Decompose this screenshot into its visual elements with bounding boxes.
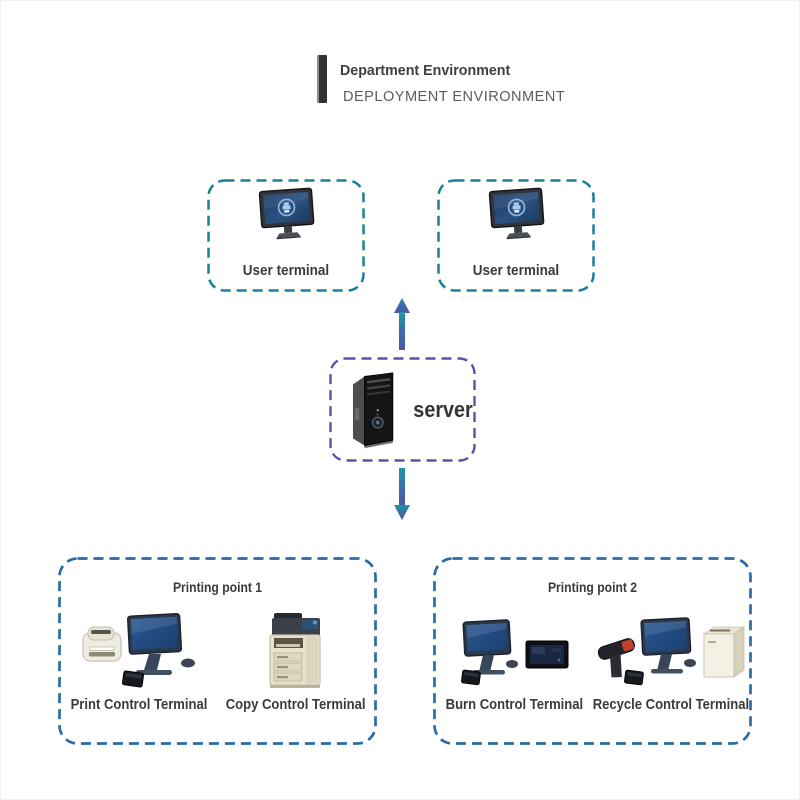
- server-box: server: [329, 357, 476, 462]
- page-title: Department Environment: [340, 62, 511, 79]
- copier-icon: [269, 613, 321, 688]
- copy-control-item: Copy Control Terminal: [221, 605, 371, 745]
- server-label: server: [410, 397, 476, 423]
- header-accent-bar: [317, 55, 327, 103]
- user-terminal-label-text: User terminal: [242, 262, 330, 279]
- down-arrow-icon: [394, 468, 410, 520]
- item-label: Copy Control Terminal: [218, 697, 373, 713]
- user-terminal-label-text: User terminal: [472, 262, 560, 279]
- printing-point-items: Print Control Terminal: [58, 605, 377, 745]
- recycle-terminal-icon-wrap: [596, 605, 746, 691]
- printing-point-title-text: Printing point 2: [547, 580, 638, 595]
- burn-terminal-icon-wrap: [456, 605, 572, 691]
- printing-point-2-box: Printing point 2: [433, 557, 752, 745]
- monitor-and-disc-burner-icon: [461, 619, 569, 686]
- item-label: Burn Control Terminal: [438, 697, 591, 713]
- monitor-icon: [258, 187, 315, 240]
- item-label-text: Copy Control Terminal: [225, 697, 366, 713]
- burn-control-item: Burn Control Terminal: [439, 605, 589, 745]
- printing-point-title-text: Printing point 1: [172, 580, 263, 595]
- printing-point-title: Printing point 2: [543, 580, 642, 595]
- item-label-text: Recycle Control Terminal: [592, 697, 749, 713]
- print-terminal-icon-wrap: [81, 605, 197, 691]
- user-terminal-1-box: User terminal: [207, 179, 365, 292]
- server-label-text: server: [413, 396, 473, 422]
- item-label-text: Print Control Terminal: [70, 697, 208, 713]
- up-arrow-icon: [394, 298, 410, 350]
- page-subtitle: DEPLOYMENT ENVIRONMENT: [343, 88, 566, 105]
- printing-point-items: Burn Control Terminal: [433, 605, 752, 745]
- item-label: Recycle Control Terminal: [584, 697, 758, 713]
- user-terminal-2-box: User terminal: [437, 179, 595, 292]
- label-printer-and-monitor-icon: [82, 613, 196, 688]
- item-label-text: Burn Control Terminal: [445, 697, 584, 713]
- item-label: Print Control Terminal: [63, 697, 215, 713]
- monitor-icon: [488, 187, 545, 240]
- user-terminal-label: User terminal: [238, 262, 334, 279]
- printing-point-title: Printing point 1: [168, 580, 267, 595]
- barcode-scanner-monitor-and-bin-icon: [597, 617, 745, 686]
- recycle-control-item: Recycle Control Terminal: [592, 605, 749, 745]
- server-tower-icon: [352, 371, 394, 448]
- user-terminal-label: User terminal: [468, 262, 564, 279]
- printing-point-1-box: Printing point 1: [58, 557, 377, 745]
- copy-terminal-icon-wrap: [260, 605, 332, 691]
- print-control-item: Print Control Terminal: [64, 605, 214, 745]
